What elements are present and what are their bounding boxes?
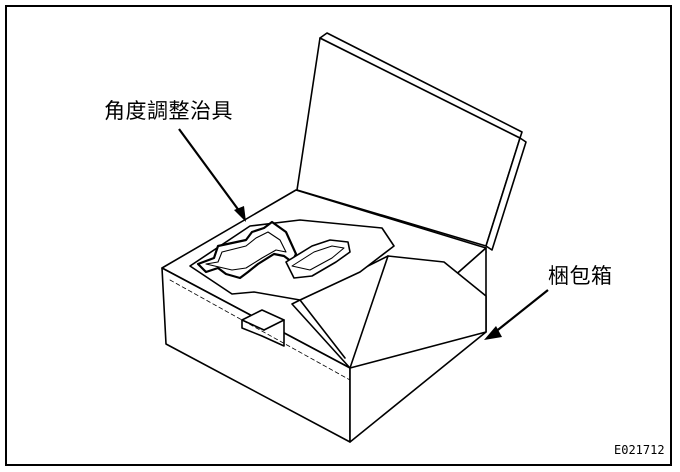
- jig-leader-line: [178, 128, 241, 213]
- jig-label: 角度調整治具: [104, 99, 233, 123]
- box-leader-line: [493, 289, 549, 334]
- jig-leader-arrowhead: [234, 206, 246, 222]
- box-inner-flap-crease: [349, 255, 389, 369]
- box-lid-flap-top: [319, 32, 523, 139]
- box-front-crease: [169, 279, 351, 381]
- angle-jig-inner: [205, 231, 287, 271]
- box-front-tab-side: [263, 319, 285, 331]
- figure-code: E021712: [614, 443, 665, 457]
- secondary-cavity-inner: [291, 245, 345, 271]
- box-inner-flap-edge: [299, 299, 346, 359]
- box-label: 梱包箱: [548, 264, 613, 288]
- box-lid-flap-right: [485, 137, 527, 251]
- box-front-tab: [241, 309, 285, 347]
- box-leader-arrowhead: [484, 326, 502, 340]
